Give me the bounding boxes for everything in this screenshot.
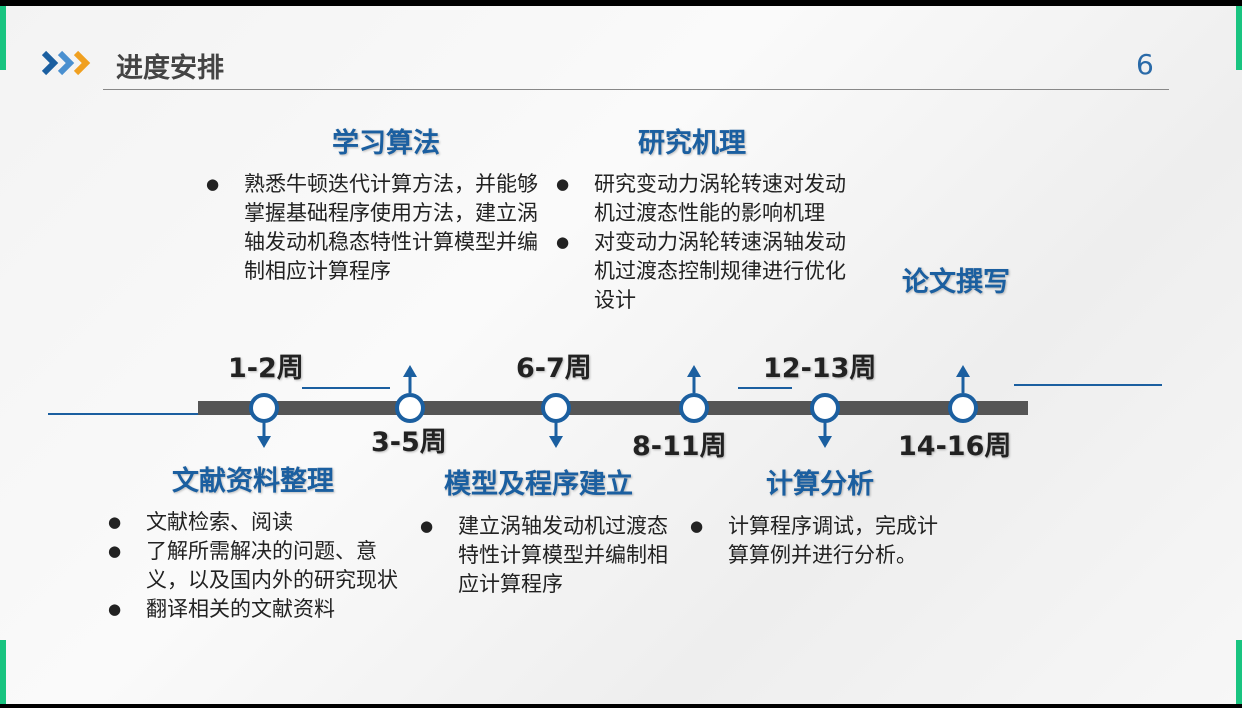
list-item: 文献检索、阅读 <box>108 508 398 537</box>
phase-list: 文献检索、阅读 了解所需解决的问题、意义，以及国内外的研究现状 翻译相关的文献资… <box>108 508 398 624</box>
divider <box>103 89 1169 90</box>
chevrons-icon <box>42 50 91 76</box>
page-number: 6 <box>1136 48 1154 81</box>
arrow-up-icon <box>403 365 417 393</box>
phase-list: 建立涡轴发动机过渡态特性计算模型并编制相应计算程序 <box>420 512 670 599</box>
green-accent-bar <box>0 6 6 70</box>
timeline-node <box>249 393 279 423</box>
timeline-node <box>395 393 425 423</box>
phase-title: 计算分析 <box>766 469 874 500</box>
decor-line <box>302 387 390 389</box>
decor-line <box>48 413 208 415</box>
week-label: 6-7周 <box>516 353 592 384</box>
week-label: 8-11周 <box>632 431 727 462</box>
decor-line <box>738 387 792 389</box>
arrow-down-icon <box>549 420 563 448</box>
page-title: 进度安排 <box>116 53 224 84</box>
list-item: 了解所需解决的问题、意义，以及国内外的研究现状 <box>108 537 398 595</box>
week-label: 14-16周 <box>898 431 1012 462</box>
phase-title: 研究机理 <box>638 128 746 159</box>
phase-title: 模型及程序建立 <box>444 469 633 500</box>
list-item: 研究变动力涡轮转速对发动机过渡态性能的影响机理 <box>556 170 866 228</box>
week-label: 3-5周 <box>371 427 447 458</box>
phase-list: 计算程序调试，完成计算算例并进行分析。 <box>690 512 940 570</box>
timeline-node <box>810 393 840 423</box>
slide: 进度安排 6 1-2周 3-5周 6-7周 8-11周 12-13周 14-16… <box>0 6 1242 704</box>
decor-line <box>1014 384 1162 386</box>
phase-title: 文献资料整理 <box>172 466 334 497</box>
list-item: 翻译相关的文献资料 <box>108 595 398 624</box>
phase-list: 研究变动力涡轮转速对发动机过渡态性能的影响机理 对变动力涡轮转速涡轴发动机过渡态… <box>556 170 866 315</box>
phase-title: 论文撰写 <box>902 267 1010 298</box>
green-accent-bar <box>1236 6 1242 70</box>
list-item: 建立涡轴发动机过渡态特性计算模型并编制相应计算程序 <box>420 512 670 599</box>
list-item: 熟悉牛顿迭代计算方法，并能够掌握基础程序使用方法，建立涡轴发动机稳态特性计算模型… <box>206 170 544 286</box>
arrow-up-icon <box>956 365 970 393</box>
green-accent-bar <box>1236 640 1242 704</box>
timeline-node <box>679 393 709 423</box>
list-item: 计算程序调试，完成计算算例并进行分析。 <box>690 512 940 570</box>
list-item: 对变动力涡轮转速涡轴发动机过渡态控制规律进行优化设计 <box>556 228 866 315</box>
arrow-down-icon <box>257 420 271 448</box>
week-label: 1-2周 <box>228 353 304 384</box>
week-label: 12-13周 <box>763 353 877 384</box>
timeline-bar <box>198 401 1028 415</box>
arrow-down-icon <box>818 420 832 448</box>
arrow-up-icon <box>687 365 701 393</box>
timeline-node <box>948 393 978 423</box>
green-accent-bar <box>0 640 6 704</box>
phase-list: 熟悉牛顿迭代计算方法，并能够掌握基础程序使用方法，建立涡轴发动机稳态特性计算模型… <box>206 170 544 286</box>
timeline-node <box>541 393 571 423</box>
phase-title: 学习算法 <box>332 128 440 159</box>
